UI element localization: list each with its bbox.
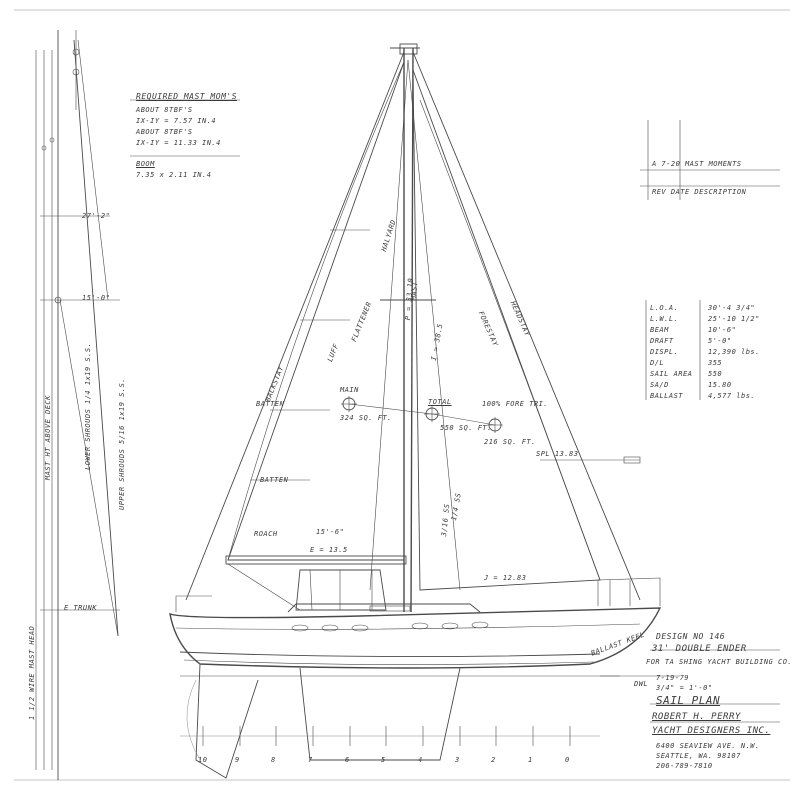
- particulars-row: DISPL. 12,390 lbs.: [650, 348, 790, 359]
- particulars-row: SAIL AREA 550: [650, 370, 790, 381]
- total-label: TOTAL: [428, 398, 452, 406]
- mast-notes-line: 7.35 x 2.11 IN.4: [136, 171, 212, 179]
- mast-notes-line: BOOM: [136, 160, 155, 168]
- particulars-value: 550: [708, 370, 723, 378]
- particulars-value: 25'-10 1/2": [708, 315, 760, 323]
- total-area-label: 550 SQ. FT.: [440, 424, 492, 432]
- particulars-label: DRAFT: [650, 337, 674, 345]
- particulars-label: SAIL AREA: [650, 370, 693, 378]
- mast-head-label: 1 1/2 WIRE MAST HEAD: [28, 625, 36, 720]
- company-phone: 206-789-7810: [656, 762, 713, 770]
- particulars-row: SA/D 15.80: [650, 381, 790, 392]
- station-number: 0: [565, 756, 570, 764]
- station-number: 6: [345, 756, 350, 764]
- lower-shroud-label: LOWER SHROUDS 1/4 1x19 S.S.: [84, 342, 92, 470]
- design-scale: 3/4" = 1'-0": [656, 684, 713, 692]
- station-number: 9: [235, 756, 240, 764]
- main-area-label: 324 SQ. FT.: [340, 414, 392, 422]
- station-number: 4: [418, 756, 423, 764]
- j-dimension-label: J = 12.83: [484, 574, 527, 582]
- design-for: FOR TA SHING YACHT BUILDING CO.: [646, 658, 793, 666]
- company-address: 6400 SEAVIEW AVE. N.W.: [656, 742, 760, 750]
- mast-notes-line: IX-IY = 7.57 IN.4: [136, 117, 217, 125]
- particulars-value: 10'-6": [708, 326, 737, 334]
- left-shroud-line: [73, 39, 119, 637]
- station-ticks: [202, 726, 571, 746]
- station-number: 5: [381, 756, 386, 764]
- mast-height-label: MAST HT ABOVE DECK: [44, 395, 52, 480]
- particulars-row: BALLAST 4,577 lbs.: [650, 392, 790, 403]
- dwl-label: DWL: [634, 680, 649, 688]
- jib-label: 100% FORE TRI.: [482, 400, 549, 408]
- particulars-label: L.W.L.: [650, 315, 679, 323]
- e-dimension-label: E = 13.5: [310, 546, 348, 554]
- keel: [299, 667, 461, 761]
- spreader-label: SPL 13.83: [536, 450, 579, 458]
- mast-notes-line: ABOUT 8TBF'S: [136, 128, 193, 136]
- particulars-label: BALLAST: [650, 392, 684, 400]
- particulars-value: 30'-4 3/4": [708, 304, 756, 312]
- boom: [225, 555, 407, 565]
- left-dimension-label: 27'-2": [82, 212, 111, 220]
- sheet-title: SAIL PLAN: [656, 694, 721, 707]
- jib-area-label: 216 SQ. FT.: [484, 438, 536, 446]
- backstay-line: [185, 51, 405, 601]
- particulars-row: D/L 355: [650, 359, 790, 370]
- batten-label: BATTEN: [260, 476, 289, 484]
- particulars-value: 5'-0": [708, 337, 732, 345]
- mast-notes-line: ABOUT 8TBF'S: [136, 106, 193, 114]
- particulars-value: 4,577 lbs.: [708, 392, 756, 400]
- particulars-label: SA/D: [650, 381, 669, 389]
- jib-outline: [412, 69, 601, 591]
- design-date: 7-19-79: [656, 674, 690, 682]
- station-number: 8: [271, 756, 276, 764]
- design-number: DESIGN NO 146: [656, 632, 726, 641]
- particulars-value: 355: [708, 359, 723, 367]
- hull-profile: [169, 607, 662, 669]
- station-number: 1: [528, 756, 533, 764]
- upper-shroud-label: UPPER SHROUDS 5/16 1x19 S.S.: [118, 377, 126, 510]
- revision-header: REV DATE DESCRIPTION: [652, 188, 747, 196]
- station-number: 10: [198, 756, 208, 764]
- company-address: SEATTLE, WA. 98107: [656, 752, 741, 760]
- trunk-label: E TRUNK: [64, 604, 98, 612]
- mast-notes-title: REQUIRED MAST MOM'S: [136, 92, 238, 101]
- design-name: 31' DOUBLE ENDER: [652, 644, 747, 654]
- particulars-row: DRAFT 5'-0": [650, 337, 790, 348]
- forestay-line: [412, 51, 641, 601]
- particulars-row: BEAM 10'-6": [650, 326, 790, 337]
- particulars-value: 12,390 lbs.: [708, 348, 760, 356]
- particulars-row: L.W.L. 25'-10 1/2": [650, 315, 790, 326]
- boom-length-label: 15'-6": [316, 528, 345, 536]
- mast-aft: [410, 47, 414, 613]
- particulars-label: DISPL.: [650, 348, 679, 356]
- left-dimension-label: 15'-0": [82, 294, 111, 302]
- particulars-label: BEAM: [650, 326, 669, 334]
- particulars-label: L.O.A.: [650, 304, 679, 312]
- rudder: [195, 663, 259, 779]
- particulars-label: D/L: [650, 359, 665, 367]
- batten-label: BATTEN: [256, 400, 285, 408]
- station-number: 3: [455, 756, 460, 764]
- leech-label: ROACH: [254, 530, 278, 538]
- particulars-value: 15.80: [708, 381, 732, 389]
- particulars-row: L.O.A. 30'-4 3/4": [650, 304, 790, 315]
- station-number: 2: [491, 756, 496, 764]
- station-number: 7: [308, 756, 313, 764]
- deckhouse: [287, 603, 481, 613]
- designer-name: ROBERT H. PERRY: [652, 712, 741, 722]
- revision-entry: A 7-20 MAST MOMENTS: [652, 160, 742, 168]
- mast-notes-line: IX-IY = 11.33 IN.4: [136, 139, 221, 147]
- company-name: YACHT DESIGNERS INC.: [652, 726, 771, 736]
- main-label: MAIN: [340, 386, 359, 394]
